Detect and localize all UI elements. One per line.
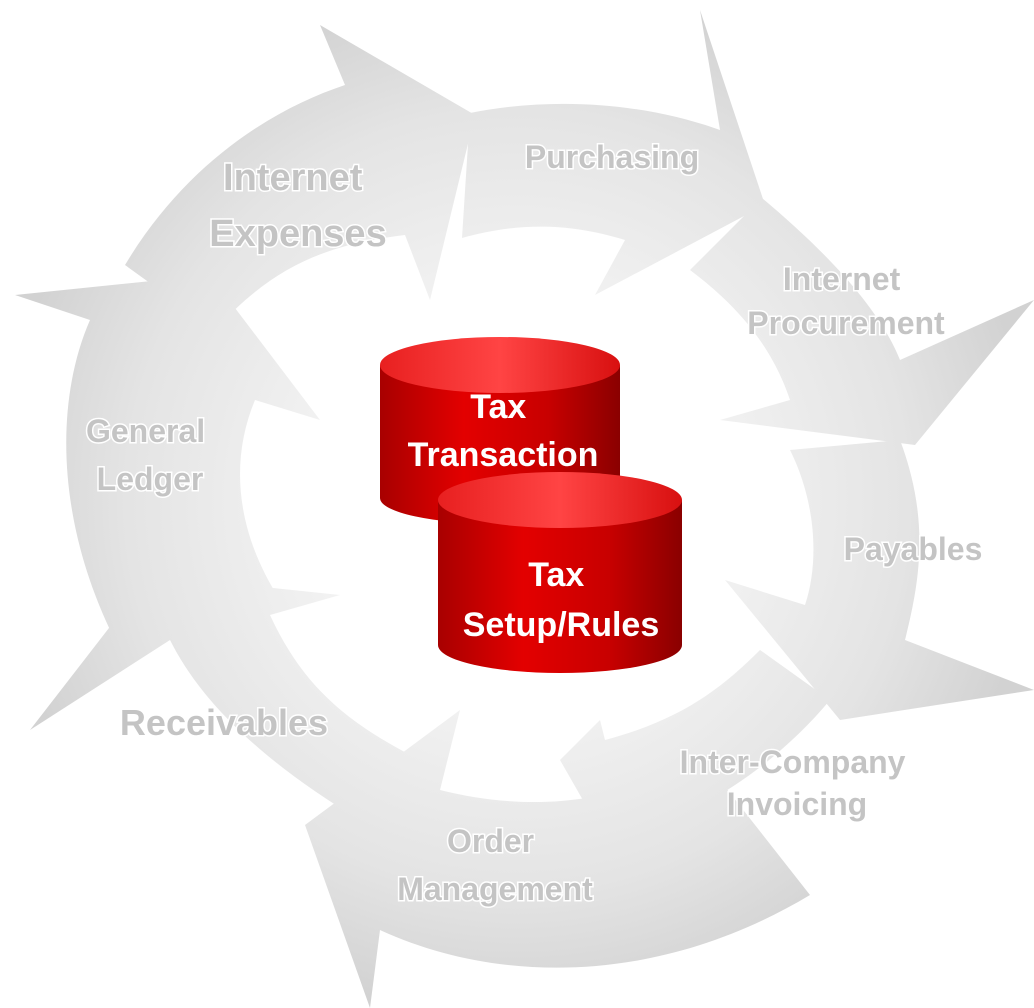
internet-expenses-arrow: [125, 25, 475, 330]
purchasing-label: Purchasing: [525, 139, 699, 175]
inter-company-invoicing-label: Inter-Company Invoicing: [680, 744, 915, 822]
order-management-label: Order Management: [397, 823, 593, 907]
arrow-ring: [15, 10, 1034, 1008]
payables-arrow: [725, 440, 1034, 720]
tax-setup-rules-label: Tax Setup/Rules: [463, 556, 659, 644]
internet-expenses-label: Internet Expenses: [209, 157, 386, 255]
receivables-label: Receivables: [120, 702, 328, 743]
tax-transaction-label: Tax Transaction: [408, 388, 599, 474]
module-labels: Purchasing Internet Procurement Payables…: [84, 138, 983, 909]
internet-procurement-label: Internet Procurement: [747, 261, 945, 341]
purchasing-arrow: [462, 10, 765, 295]
internet-procurement-arrow: [690, 198, 1034, 445]
tax-transaction-database: Tax Transaction: [380, 337, 620, 524]
general-ledger-label: General Ledger: [86, 413, 214, 497]
tax-transaction-cylinder-top: [380, 337, 620, 393]
tax-setup-rules-cylinder-body: [438, 500, 682, 673]
tax-setup-rules-database: Tax Setup/Rules: [438, 472, 682, 673]
tax-setup-rules-cylinder-top: [438, 472, 682, 528]
order-management-arrow: [305, 710, 810, 1008]
payables-label: Payables: [844, 531, 983, 567]
general-ledger-arrow: [15, 275, 320, 640]
